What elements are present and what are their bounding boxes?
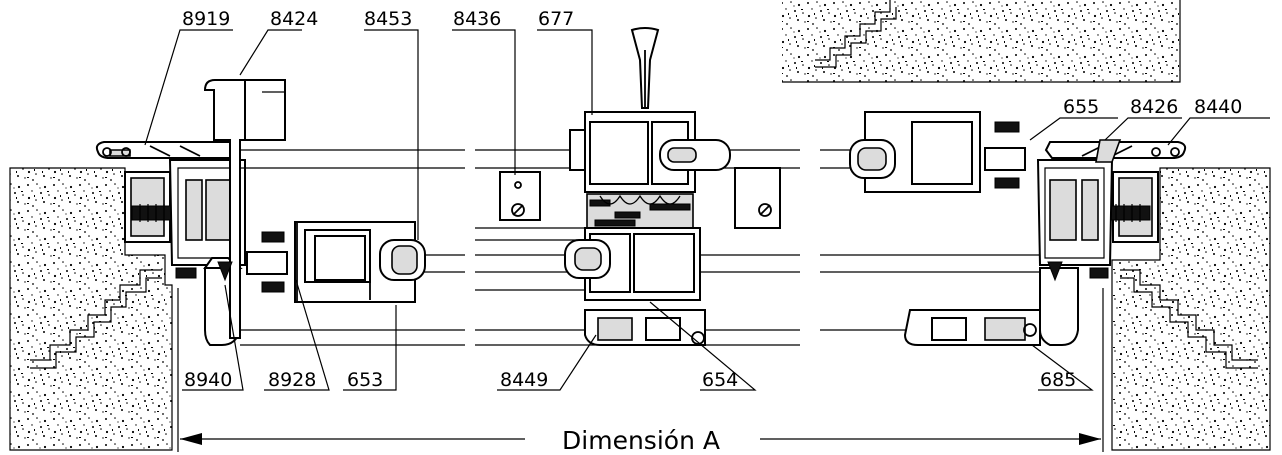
- leader-lines: [144, 29, 1270, 391]
- part-label: 8919: [182, 8, 230, 30]
- part-label: 653: [347, 369, 383, 391]
- center-sash: [499, 27, 781, 346]
- part-label: 677: [538, 8, 574, 30]
- right-sash: [849, 111, 1041, 346]
- part-label: 8449: [500, 369, 548, 391]
- dimension-line: Dimensión A: [177, 288, 1104, 455]
- rail-lines: [240, 149, 1040, 346]
- part-label: 8436: [453, 8, 501, 30]
- wall-right: [1111, 167, 1271, 451]
- part-label: 655: [1063, 96, 1099, 118]
- part-label: 8940: [184, 369, 232, 391]
- part-label: 8426: [1130, 96, 1178, 118]
- part-label: 8453: [364, 8, 412, 30]
- part-label: 685: [1040, 369, 1076, 391]
- wall-left: [9, 167, 173, 451]
- left-sash: [246, 221, 426, 303]
- part-label: 8424: [270, 8, 318, 30]
- left-frame: [95, 79, 286, 346]
- right-frame: [1036, 139, 1187, 346]
- dimension-label: Dimensión A: [562, 426, 720, 455]
- part-label: 8928: [268, 369, 316, 391]
- part-label: 654: [702, 369, 738, 391]
- part-labels-bottom: 8940 8928 653 8449 654 685: [184, 369, 1076, 391]
- part-label: 8440: [1194, 96, 1242, 118]
- part-labels-top: 8919 8424 8453 8436 677 655 8426 8440: [182, 8, 1242, 118]
- wall-top-right: [782, 0, 1181, 83]
